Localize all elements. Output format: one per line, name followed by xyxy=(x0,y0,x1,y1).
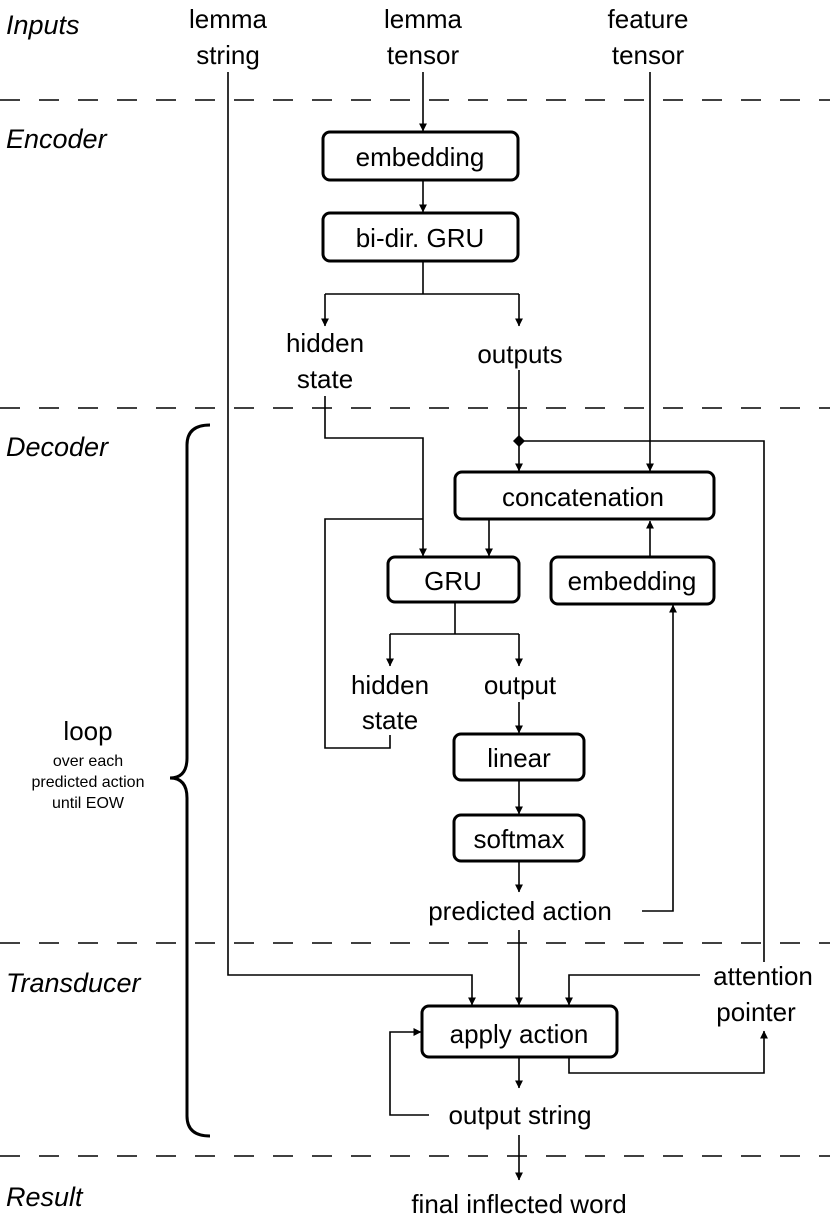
softmax-box: softmax xyxy=(452,813,586,863)
encoder-hidden-state-line2: state xyxy=(297,364,353,394)
loop-line-1: over each xyxy=(53,753,123,770)
edge-attention-pointer-to-junction xyxy=(519,440,765,962)
section-label-result: Result xyxy=(6,1182,84,1212)
softmax-label: softmax xyxy=(473,824,564,854)
decoder-hidden-state-line2: state xyxy=(362,705,418,735)
encoder-bigru-box: bi-dir. GRU xyxy=(321,211,520,263)
decoder-gru-label: GRU xyxy=(424,566,482,596)
edge-attention-pointer-to-apply-action xyxy=(565,974,700,1006)
connectors xyxy=(227,72,768,1181)
apply-action-label: apply action xyxy=(450,1019,589,1049)
input-feature-tensor: feature tensor xyxy=(608,4,689,70)
decoder-embedding-box: embedding xyxy=(549,555,716,606)
decoder-embedding-label: embedding xyxy=(568,566,697,596)
edge-hidden-state-loop xyxy=(324,518,423,749)
apply-action-box: apply action xyxy=(420,1004,619,1059)
decoder-hidden-state-line1: hidden xyxy=(351,670,429,700)
encoder-outputs-label: outputs xyxy=(477,339,562,369)
linear-box: linear xyxy=(452,732,586,782)
encoder-embedding-label: embedding xyxy=(356,142,485,172)
loop-annotation: loop over each predicted action until EO… xyxy=(32,716,145,812)
linear-label: linear xyxy=(487,743,551,773)
decoder-hidden-state-label: hidden state xyxy=(351,670,429,735)
section-label-inputs: Inputs xyxy=(6,10,80,40)
encoder-bigru-label: bi-dir. GRU xyxy=(356,223,485,253)
input-lemma-string: lemma string xyxy=(189,4,268,70)
input-lemma-string-line2: string xyxy=(196,40,260,70)
predicted-action-label: predicted action xyxy=(428,896,612,926)
decoder-gru-box: GRU xyxy=(386,555,521,604)
loop-line-2: predicted action xyxy=(32,774,145,791)
section-label-encoder: Encoder xyxy=(6,124,108,154)
attention-pointer-line2: pointer xyxy=(716,997,796,1027)
final-inflected-word-label: final inflected word xyxy=(411,1189,626,1219)
junction-dot xyxy=(513,435,525,447)
loop-title: loop xyxy=(63,716,112,746)
output-string-label: output string xyxy=(448,1100,591,1130)
encoder-hidden-state-label: hidden state xyxy=(286,328,364,394)
edge-lemma-string-to-apply-action xyxy=(227,72,476,1006)
input-lemma-tensor: lemma tensor xyxy=(384,4,463,70)
input-lemma-tensor-line1: lemma xyxy=(384,4,463,34)
encoder-hidden-state-line1: hidden xyxy=(286,328,364,358)
edge-output-string-loop xyxy=(389,1028,429,1116)
edge-encoder-hidden-to-gru xyxy=(324,396,427,557)
section-label-decoder: Decoder xyxy=(6,432,109,462)
concatenation-box: concatenation xyxy=(453,470,716,521)
loop-line-3: until EOW xyxy=(52,795,125,812)
decoder-output-label: output xyxy=(484,670,557,700)
concatenation-label: concatenation xyxy=(502,482,664,512)
section-label-transducer: Transducer xyxy=(6,968,142,998)
attention-pointer-label: attention pointer xyxy=(713,961,813,1027)
loop-brace xyxy=(169,423,211,1138)
edge-predicted-action-to-embedding xyxy=(642,604,677,912)
encoder-embedding-box: embedding xyxy=(321,130,520,182)
edge-apply-action-to-attention-pointer xyxy=(568,1030,768,1074)
input-feature-tensor-line1: feature xyxy=(608,4,689,34)
input-lemma-string-line1: lemma xyxy=(189,4,268,34)
input-lemma-tensor-line2: tensor xyxy=(387,40,460,70)
input-feature-tensor-line2: tensor xyxy=(612,40,685,70)
attention-pointer-line1: attention xyxy=(713,961,813,991)
